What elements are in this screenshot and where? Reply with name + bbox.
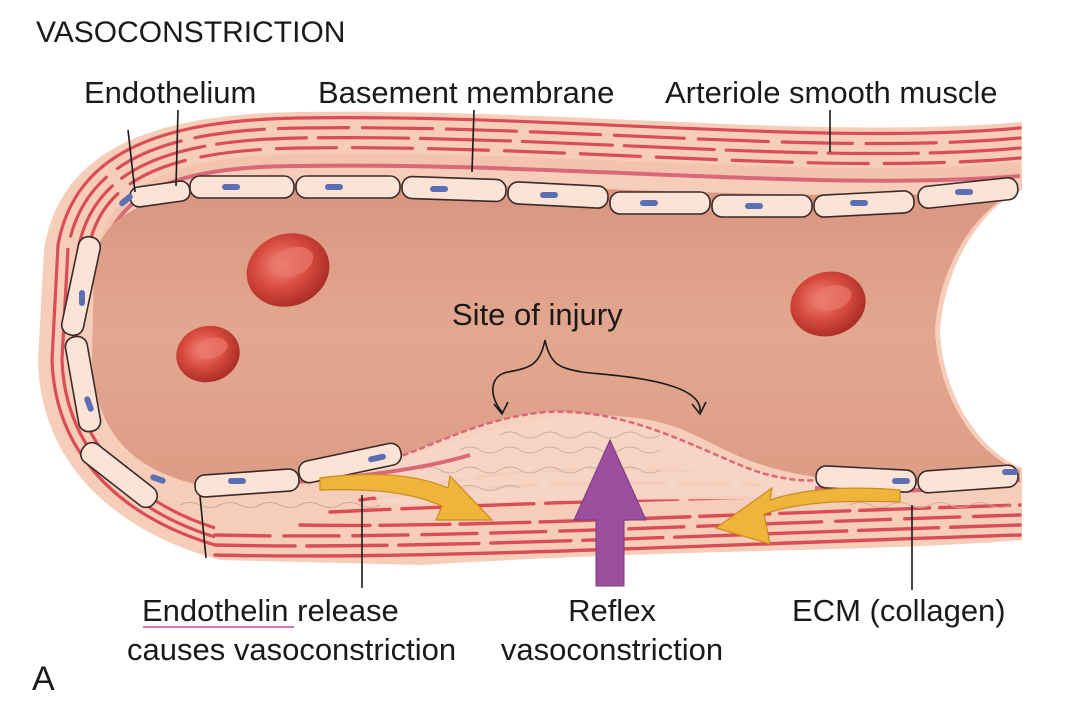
endothelial-cell xyxy=(813,190,915,218)
endothelium-label: Endothelium xyxy=(84,75,256,110)
endothelial-cell xyxy=(80,441,166,509)
wall-leader-bottom xyxy=(199,495,207,559)
endothelial-cell xyxy=(60,235,102,337)
reflex-label-line1: Reflex xyxy=(568,593,656,628)
red-blood-cell xyxy=(176,325,240,383)
endothelin-release-label: Endothelin release xyxy=(142,593,399,628)
lumen-opening xyxy=(940,190,1022,468)
endothelial-cell xyxy=(609,191,711,215)
endothelial-cells-bottom-right xyxy=(815,464,1019,494)
endothelial-cell xyxy=(917,177,1019,209)
reflex-vasoconstriction-arrow xyxy=(573,438,647,587)
injury-site-edge xyxy=(359,410,821,482)
endothelial-cell xyxy=(507,181,609,209)
endothelin-word: Endothelin xyxy=(142,593,289,628)
injury-site xyxy=(360,411,820,505)
endothelial-cell xyxy=(194,468,300,498)
brace-arrowhead-right xyxy=(691,401,707,416)
endothelial-cell xyxy=(711,194,813,218)
endothelin-arrow-left xyxy=(319,473,494,521)
endothelin-release-text: release xyxy=(289,593,399,628)
endothelium-leader-2 xyxy=(175,109,179,187)
endothelial-cell xyxy=(189,175,295,199)
ecm-collagen-label: ECM (collagen) xyxy=(792,593,1006,628)
endothelial-cells-bottom-left xyxy=(194,442,403,498)
site-of-injury-label: Site of injury xyxy=(452,297,623,332)
endothelial-cell xyxy=(297,442,403,484)
endothelial-cells-left xyxy=(60,235,166,509)
endothelial-cell xyxy=(401,175,507,203)
smooth-muscle-label: Arteriole smooth muscle xyxy=(665,75,998,110)
endothelial-cell xyxy=(295,175,401,199)
red-blood-cell xyxy=(246,233,330,307)
panel-letter: A xyxy=(32,660,55,698)
basement-membrane-label: Basement membrane xyxy=(318,75,614,110)
reflex-label-line2: vasoconstriction xyxy=(501,632,723,667)
endothelial-cell xyxy=(917,464,1019,494)
endothelium-leader-1 xyxy=(127,129,136,193)
endothelin-cause-label: causes vasoconstriction xyxy=(127,632,456,667)
basement-membrane-leader xyxy=(471,109,475,173)
site-of-injury-brace xyxy=(492,339,701,413)
endothelial-cell xyxy=(64,335,102,433)
red-blood-cell xyxy=(790,271,866,337)
brace-arrowhead-left xyxy=(493,401,509,416)
endothelin-arrow-right xyxy=(714,486,901,545)
endothelial-cells-top xyxy=(119,175,1019,218)
diagram-title: VASOCONSTRICTION xyxy=(36,16,345,49)
